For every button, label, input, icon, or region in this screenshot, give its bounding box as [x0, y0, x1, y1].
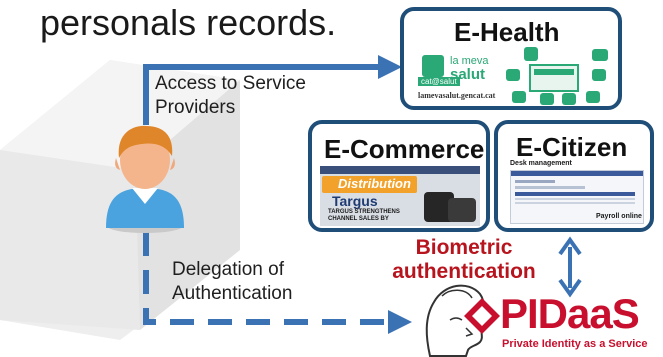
- ecitizen-screenshot: [510, 170, 644, 224]
- ecommerce-banner: Distribution: [338, 176, 411, 191]
- delegation-arrow: [143, 232, 412, 334]
- catsalut-logo-icon: [422, 55, 444, 77]
- catsalut-logo-text: cat@salut: [418, 77, 460, 86]
- lameva-line2: salut: [450, 66, 486, 83]
- ehealth-url: lamevasalut.gencat.cat: [418, 91, 496, 100]
- ehealth-title: E-Health: [454, 17, 560, 47]
- pidaas-logo: PIDaaS Private Identity as a Service: [420, 276, 663, 357]
- user-avatar-icon: [106, 125, 184, 233]
- ecommerce-brand: Targus: [332, 193, 378, 209]
- pidaas-name: PIDaaS: [500, 290, 640, 337]
- page-heading: personals records.: [40, 2, 337, 43]
- pidaas-diamond-icon: [464, 298, 500, 334]
- biometric-label: Biometric authentication: [392, 236, 536, 283]
- lameva-line1: la meva: [450, 55, 489, 67]
- ecommerce-screenshot: Distribution Targus TARGUS STRENGTHENS C…: [320, 166, 480, 226]
- delegation-label: Delegation of Authentication: [172, 259, 293, 304]
- ehealth-panel[interactable]: E-Health cat@salut la meva salut lamevas…: [400, 7, 622, 110]
- ecitizen-panel[interactable]: E-Citizen Desk management Payroll online: [494, 120, 654, 232]
- ecitizen-subtitle: Desk management: [510, 160, 572, 167]
- ecitizen-caption: Payroll online: [596, 213, 642, 220]
- ehealth-service-icons: [506, 47, 608, 105]
- ecommerce-panel[interactable]: E-Commerce Distribution Targus TARGUS ST…: [308, 120, 490, 232]
- ecommerce-headline: TARGUS STRENGTHENS CHANNEL SALES BY: [328, 209, 400, 222]
- ecitizen-title: E-Citizen: [516, 132, 628, 162]
- access-label: Access to Service Providers: [155, 73, 306, 118]
- ecommerce-title: E-Commerce: [324, 134, 485, 164]
- access-arrow: [143, 55, 402, 125]
- pidaas-tagline: Private Identity as a Service: [502, 338, 648, 350]
